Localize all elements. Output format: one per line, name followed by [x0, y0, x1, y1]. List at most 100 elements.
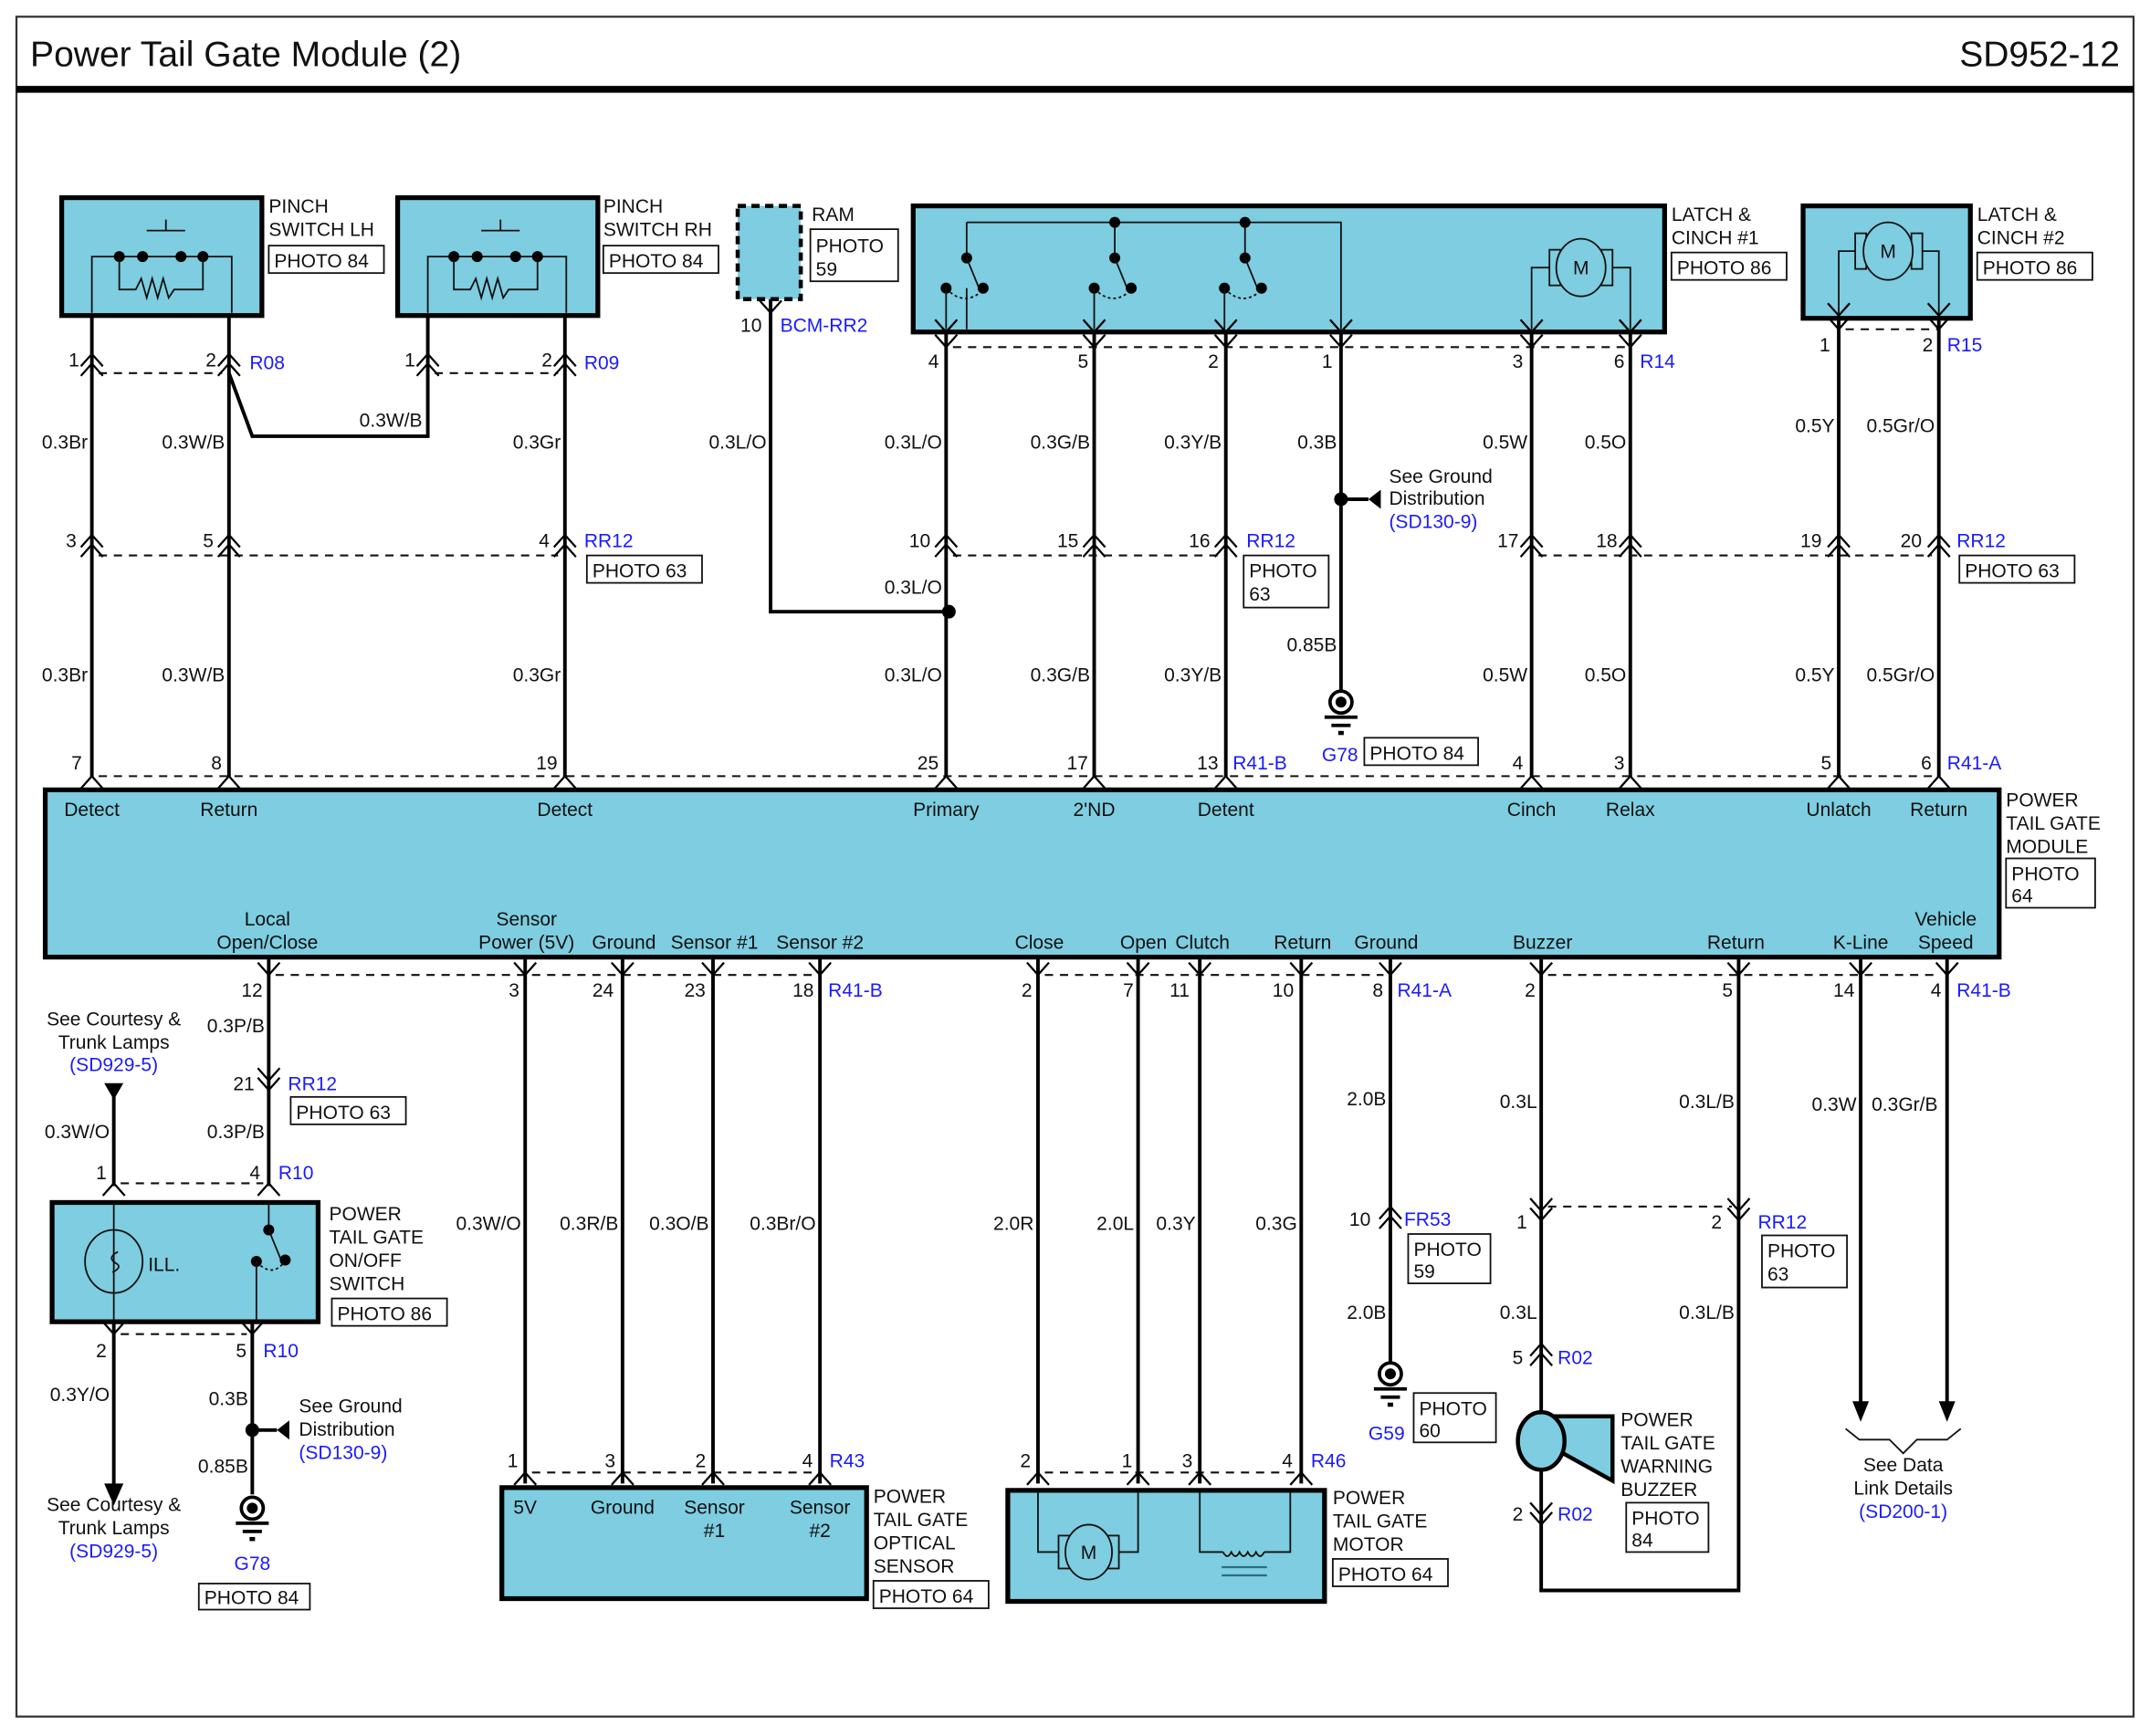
svg-text:PHOTO: PHOTO	[2011, 864, 2079, 885]
onoff-switch[interactable]: ILL.	[49, 1199, 321, 1324]
connector-r09[interactable]: R09	[584, 352, 620, 373]
onoff-photo[interactable]: PHOTO 86	[330, 1297, 448, 1327]
pinch-rh-photo[interactable]: PHOTO 84	[602, 245, 719, 275]
data-link-ref[interactable]: (SD200-1)	[1859, 1501, 1947, 1522]
module-terminals-top: Detect Return Detect Primary 2'ND Detent…	[64, 800, 1967, 821]
latch1-name-1: LATCH &	[1672, 204, 1751, 225]
g59-photo[interactable]: PHOTO 60	[1412, 1392, 1497, 1444]
buzzer-name-4: BUZZER	[1620, 1480, 1697, 1501]
ground-g59[interactable]: G59	[1369, 1423, 1405, 1444]
motor-name-2: TAIL GATE	[1333, 1511, 1428, 1532]
connector-rr12[interactable]: RR12	[1246, 531, 1295, 552]
connector-terminal-icon	[79, 361, 104, 377]
ground-dist-link[interactable]: (SD130-9)	[299, 1442, 387, 1463]
connector-rr12[interactable]: RR12	[1956, 531, 2006, 552]
rr12-photo[interactable]: PHOTO 63	[1243, 554, 1330, 609]
latch-cinch-1[interactable]: M	[910, 203, 1667, 335]
wire-label: 0.3W/B	[162, 665, 225, 686]
svg-text:Power (5V): Power (5V)	[478, 933, 574, 954]
wire-label: 0.3L/B	[1679, 1302, 1735, 1323]
onoff-name-4: SWITCH	[329, 1274, 404, 1295]
pinch-switch-lh[interactable]	[58, 194, 265, 319]
rr12-photo[interactable]: PHOTO 63	[1958, 554, 2076, 584]
module-photo[interactable]: PHOTO 64	[2005, 857, 2096, 909]
connector-terminal-icon	[1849, 961, 1872, 977]
latch-cinch-2[interactable]: M	[1800, 203, 1973, 321]
data-link-text: Link Details	[1853, 1478, 1953, 1499]
pin-label: 4	[928, 351, 939, 372]
connector-terminal-icon	[216, 533, 241, 549]
ground-dist-link[interactable]: (SD130-9)	[1389, 512, 1477, 533]
ram-photo[interactable]: PHOTO 59	[809, 228, 899, 283]
connector-r14[interactable]: R14	[1640, 351, 1675, 372]
pin-label: 13	[1197, 753, 1218, 774]
pin-label: 7	[71, 753, 82, 774]
connector-r02[interactable]: R02	[1557, 1348, 1593, 1369]
rr12-photo[interactable]: PHOTO 63	[585, 554, 703, 584]
connector-terminal-icon	[415, 361, 440, 377]
connector-r02[interactable]: R02	[1557, 1504, 1593, 1525]
motor-icon: M	[1838, 221, 1940, 316]
pin-label: 3	[509, 980, 519, 1001]
connector-r10[interactable]: R10	[278, 1163, 314, 1184]
connector-r41-a[interactable]: R41-A	[1397, 980, 1452, 1001]
connector-r15[interactable]: R15	[1947, 335, 1983, 356]
g78-photo[interactable]: PHOTO 84	[197, 1583, 311, 1611]
connector-rr12[interactable]: RR12	[288, 1073, 337, 1094]
connector-bcm-rr2[interactable]: BCM-RR2	[781, 316, 868, 337]
svg-text:59: 59	[816, 259, 837, 280]
fr53-photo[interactable]: PHOTO 59	[1407, 1233, 1492, 1284]
connector-r43[interactable]: R43	[830, 1450, 865, 1471]
svg-text:M: M	[1081, 1543, 1097, 1563]
connector-r08[interactable]: R08	[249, 352, 285, 373]
connector-terminal-icon	[1618, 334, 1642, 349]
motor-photo[interactable]: PHOTO 64	[1331, 1558, 1449, 1587]
ground-g78[interactable]: G78	[234, 1553, 270, 1574]
g78-photo[interactable]: PHOTO 84	[1363, 737, 1479, 767]
svg-text:Return: Return	[1707, 933, 1765, 954]
latch1-photo[interactable]: PHOTO 86	[1670, 251, 1788, 281]
latch2-photo[interactable]: PHOTO 86	[1976, 251, 2093, 281]
pin-label: 3	[604, 1450, 615, 1471]
connector-terminal-icon	[611, 1470, 635, 1486]
connector-r41-b[interactable]: R41-B	[1232, 753, 1287, 774]
svg-text:64: 64	[2011, 886, 2033, 907]
connector-rr12[interactable]: RR12	[1757, 1212, 1807, 1233]
pinch-lh-photo[interactable]: PHOTO 84	[267, 245, 385, 275]
optical-photo[interactable]: PHOTO 64	[872, 1580, 990, 1609]
optical-sensor[interactable]	[499, 1485, 869, 1602]
connector-terminal-icon	[1618, 542, 1642, 558]
connector-terminal-icon	[934, 334, 959, 349]
connector-r46[interactable]: R46	[1311, 1450, 1347, 1471]
buzzer-photo[interactable]: PHOTO 84	[1625, 1501, 1710, 1553]
connector-r41-a[interactable]: R41-A	[1947, 753, 2002, 774]
pin-label: 21	[233, 1073, 254, 1094]
optical-name-2: TAIL GATE	[874, 1510, 969, 1531]
connector-r10[interactable]: R10	[263, 1341, 299, 1362]
rr12-photo[interactable]: PHOTO 63	[289, 1095, 407, 1125]
tail-gate-motor[interactable]: M	[1005, 1488, 1327, 1605]
ram-component[interactable]	[735, 204, 803, 301]
warning-buzzer[interactable]	[1515, 1410, 1615, 1485]
pin-label: 5	[1722, 980, 1733, 1001]
power-tail-gate-module[interactable]	[42, 787, 2002, 960]
rr12-photo[interactable]: PHOTO 63	[1761, 1234, 1848, 1289]
pin-label: 2	[1513, 1504, 1524, 1525]
pin-label: 2	[1022, 980, 1033, 1001]
ground-g78[interactable]: G78	[1322, 745, 1358, 766]
courtesy-link[interactable]: (SD929-5)	[69, 1541, 158, 1562]
connector-r41-b[interactable]: R41-B	[1956, 980, 2011, 1001]
courtesy-link[interactable]: (SD929-5)	[69, 1054, 158, 1075]
connector-terminal-icon	[216, 774, 241, 790]
svg-text:Open/Close: Open/Close	[216, 933, 318, 954]
courtesy-text: Trunk Lamps	[58, 1032, 170, 1053]
connector-rr12[interactable]: RR12	[584, 531, 634, 552]
pinch-switch-rh[interactable]	[394, 194, 601, 319]
connector-r41-b[interactable]: R41-B	[828, 980, 883, 1001]
pin-label: 1	[1820, 335, 1830, 356]
svg-text:PHOTO 64: PHOTO 64	[879, 1586, 974, 1607]
connector-terminal-icon	[1379, 1214, 1402, 1229]
connector-terminal-icon	[1188, 961, 1212, 977]
connector-fr53[interactable]: FR53	[1404, 1209, 1451, 1230]
pin-label: 2	[1711, 1212, 1722, 1233]
